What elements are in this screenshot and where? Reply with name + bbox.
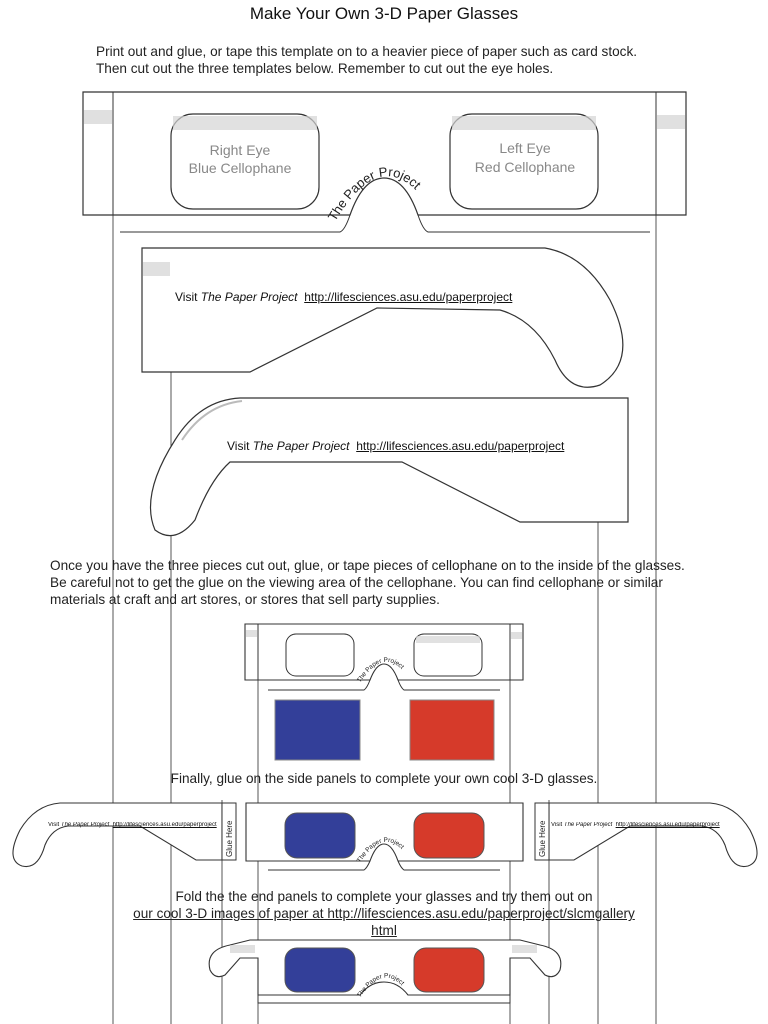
folded-glasses: The Paper Project <box>208 939 562 1004</box>
intro-line-2: Then cut out the three templates below. … <box>96 61 554 76</box>
side-panel-right <box>141 247 624 388</box>
project-url[interactable]: http://lifesciences.asu.edu/paperproject <box>112 822 217 828</box>
cellophane-instructions: Once you have the three pieces cut out, … <box>50 557 740 608</box>
visit-label: Visit <box>175 290 198 304</box>
red-lens-folded <box>413 947 485 993</box>
gallery-link[interactable]: our cool 3-D images of paper at http://l… <box>133 906 635 921</box>
left-eye-label: Left Eye <box>499 140 551 156</box>
project-name: The Paper Project <box>60 822 110 828</box>
arm-left-url: Visit The Paper Project http://lifescien… <box>48 822 228 828</box>
front-step2: The Paper Project <box>244 623 524 761</box>
page-title: Make Your Own 3-D Paper Glasses <box>249 4 519 23</box>
blue-lens <box>284 812 356 859</box>
blue-lens-folded <box>284 947 356 993</box>
visit-label: Visit <box>551 822 563 828</box>
red-cellophane-swatch <box>409 699 495 761</box>
right-eye-label: Right Eye <box>210 142 271 158</box>
front-glasses-template: Right Eye Blue Cellophane Left Eye Red C… <box>82 91 687 233</box>
side-panel-right-url: Visit The Paper Project http://lifescien… <box>175 290 595 304</box>
red-lens <box>413 812 485 859</box>
arm-right-url: Visit The Paper Project http://lifescien… <box>551 822 731 828</box>
blue-cellophane-swatch <box>274 699 361 761</box>
project-url[interactable]: http://lifesciences.asu.edu/paperproject <box>615 822 720 828</box>
visit-label: Visit <box>227 439 250 453</box>
fold-instructions: Fold the the end panels to complete your… <box>0 888 768 939</box>
project-name: The Paper Project <box>200 290 298 304</box>
side-panel-left-url: Visit The Paper Project http://lifescien… <box>227 439 647 453</box>
project-name: The Paper Project <box>563 822 613 828</box>
left-eye-hole <box>449 113 599 210</box>
finally-text: Finally, glue on the side panels to comp… <box>170 771 598 786</box>
glue-here-left: Glue Here <box>225 820 234 857</box>
left-eye-cellophane-label: Red Cellophane <box>475 159 576 175</box>
side-panel-left <box>149 397 629 537</box>
intro-line-1: Print out and glue, or tape this templat… <box>96 44 638 59</box>
right-eye-hole <box>170 113 320 210</box>
gallery-link-end[interactable]: html <box>371 923 397 938</box>
assembled-flat: The Paper Project Glue Here Glue Here <box>12 802 758 871</box>
fold-line-1: Fold the the end panels to complete your… <box>175 889 593 904</box>
instructions-line-3: materials at craft and art stores, or st… <box>50 592 440 607</box>
project-url[interactable]: http://lifesciences.asu.edu/paperproject <box>304 290 513 304</box>
project-name: The Paper Project <box>252 439 350 453</box>
instructions-line-1: Once you have the three pieces cut out, … <box>50 558 685 573</box>
intro-text: Print out and glue, or tape this templat… <box>96 43 716 77</box>
instructions-line-2: Be careful not to get the glue on the vi… <box>50 575 663 590</box>
right-eye-cellophane-label: Blue Cellophane <box>189 160 292 176</box>
project-url[interactable]: http://lifesciences.asu.edu/paperproject <box>356 439 565 453</box>
glue-here-right: Glue Here <box>538 820 547 857</box>
visit-label: Visit <box>48 822 60 828</box>
